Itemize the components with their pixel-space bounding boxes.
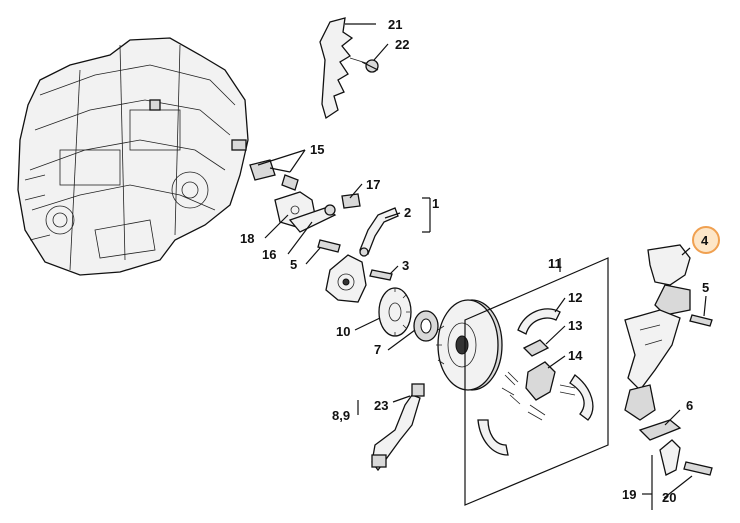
highlight-circle-4	[692, 226, 720, 254]
callout-6[interactable]: 6	[686, 398, 693, 413]
callout-13[interactable]: 13	[568, 318, 582, 333]
part-13-spring	[522, 339, 550, 357]
callout-5-left[interactable]: 5	[290, 257, 297, 272]
callout-12[interactable]: 12	[568, 290, 582, 305]
callout-20[interactable]: 20	[662, 490, 676, 505]
callout-2[interactable]: 2	[404, 205, 411, 220]
part-19-spring	[659, 439, 681, 476]
callout-5-right[interactable]: 5	[702, 280, 709, 295]
callout-8-9[interactable]: 8,9	[332, 408, 350, 423]
callout-19[interactable]: 19	[622, 487, 636, 502]
callout-23[interactable]: 23	[374, 398, 388, 413]
part-14-clutch-carrier	[501, 361, 576, 421]
callout-21[interactable]: 21	[388, 17, 402, 32]
part-22-screw	[349, 57, 379, 73]
callout-14[interactable]: 14	[568, 348, 583, 363]
callout-labels: 21 22 15 17 1 2 18 16 5 3 11 12 13 10 7 …	[240, 17, 709, 505]
callout-22[interactable]: 22	[395, 37, 409, 52]
part-3-screw	[369, 269, 393, 281]
part-16-lever	[288, 204, 337, 233]
part-4-brake-lever	[624, 244, 691, 421]
part-23-bracket	[371, 383, 425, 472]
oil-pump	[325, 254, 367, 303]
part-6-brake-part	[638, 419, 682, 441]
callout-7[interactable]: 7	[374, 342, 381, 357]
part-5-screw-left	[317, 239, 341, 253]
callout-17[interactable]: 17	[366, 177, 380, 192]
callout-18[interactable]: 18	[240, 231, 254, 246]
clutch-drum	[436, 299, 503, 391]
part-20-screw	[683, 461, 713, 476]
part-15-bolts	[249, 159, 299, 191]
callout-16[interactable]: 16	[262, 247, 276, 262]
callout-4[interactable]: 4	[701, 233, 709, 248]
part-11-clutch-assembly-frame	[464, 257, 609, 506]
callout-15[interactable]: 15	[310, 142, 324, 157]
callout-1[interactable]: 1	[432, 196, 439, 211]
engine-crankcase	[17, 37, 249, 276]
part-5-screw-right	[689, 314, 713, 327]
part-7-needle-bearing	[413, 310, 439, 342]
callout-11[interactable]: 11	[548, 256, 562, 271]
callout-10[interactable]: 10	[336, 324, 350, 339]
leader-lines	[257, 23, 707, 510]
part-21-spike-bumper	[319, 17, 354, 120]
clutch-shoes-lower	[477, 374, 594, 456]
part-2-hose	[359, 207, 399, 257]
callout-3[interactable]: 3	[402, 258, 409, 273]
part-10-worm-gear	[378, 287, 412, 337]
part-12-clutch-shoe	[517, 308, 561, 335]
